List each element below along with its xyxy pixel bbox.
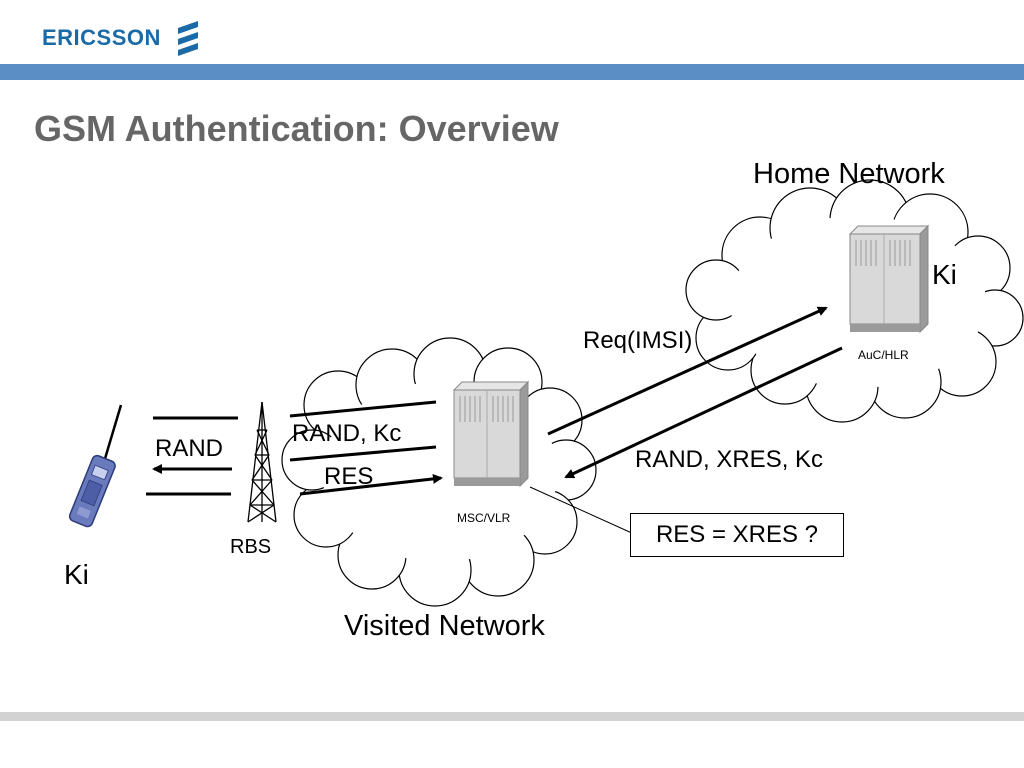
req-imsi-label: Req(IMSI) — [583, 327, 692, 354]
mobile-phone-icon — [68, 404, 123, 528]
ki-home-label: Ki — [932, 259, 957, 290]
compare-callout-line — [529, 486, 635, 535]
rand-kc-label: RAND, Kc — [292, 420, 401, 447]
footer-bar — [0, 712, 1024, 721]
res-xres-compare-box: RES = XRES ? — [630, 513, 844, 557]
visited-network-label: Visited Network — [344, 610, 545, 642]
msc-vlr-server-icon — [452, 380, 530, 488]
home-network-label: Home Network — [753, 158, 945, 190]
res-arrow — [299, 473, 443, 496]
req-imsi-arrow — [547, 306, 828, 436]
rand-kc-line-1 — [289, 400, 437, 418]
ericsson-logo: ERICSSON — [42, 18, 201, 58]
rand-label: RAND — [155, 435, 223, 462]
msc-vlr-label: MSC/VLR — [457, 511, 511, 525]
header-bar — [0, 64, 1024, 80]
auc-hlr-label: AuC/HLR — [858, 348, 909, 362]
rbs-tower-icon — [247, 401, 277, 523]
logo-text: ERICSSON — [42, 25, 161, 50]
res-label: RES — [324, 463, 373, 490]
ericsson-mark-icon — [177, 21, 198, 56]
slide-title: GSM Authentication: Overview — [34, 108, 559, 149]
rbs-label: RBS — [230, 536, 271, 558]
auc-hlr-server-icon — [848, 224, 930, 334]
rand-kc-line-2 — [289, 445, 437, 462]
rand-xres-kc-arrow — [564, 346, 843, 479]
ki-mobile-label: Ki — [64, 559, 89, 590]
rand-xres-kc-label: RAND, XRES, Kc — [635, 446, 823, 473]
